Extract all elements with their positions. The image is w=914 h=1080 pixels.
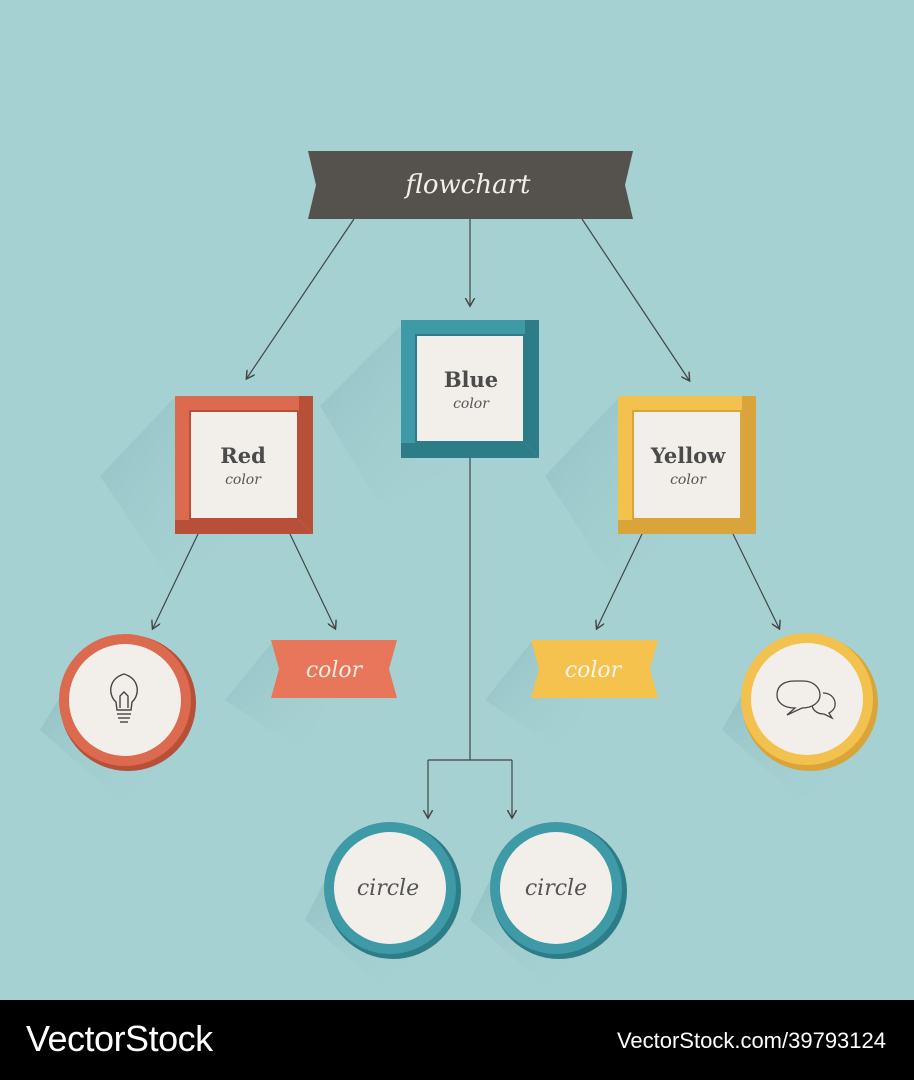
lightbulb-icon xyxy=(110,673,138,723)
yellow-ribbon-label: color xyxy=(565,658,623,683)
connector-red-to-ribbon xyxy=(289,533,335,628)
yellow-box: Yellow color xyxy=(618,396,756,534)
watermark-image-id: VectorStock.com/39793124 xyxy=(616,1028,886,1053)
blue-box-title: Blue xyxy=(444,367,498,392)
connector-yellow-to-circle xyxy=(732,533,779,628)
connector-title-to-red xyxy=(247,218,355,378)
red-box-subtitle: color xyxy=(225,472,262,488)
connector-title-to-yellow xyxy=(581,218,689,380)
connector-yellow-to-ribbon xyxy=(597,533,643,628)
blue-box: Blue color xyxy=(401,320,539,458)
circle-right: circle xyxy=(490,822,627,959)
circle-right-label: circle xyxy=(525,876,587,901)
connectors xyxy=(153,218,779,817)
connector-blue-trunk xyxy=(428,458,512,761)
watermark-footer: VectorStock VectorStock.com/39793124 xyxy=(0,1000,914,1080)
yellow-ribbon: color xyxy=(531,640,658,698)
yellow-box-title: Yellow xyxy=(650,443,726,468)
red-ribbon-label: color xyxy=(306,658,364,683)
connector-red-to-circle xyxy=(153,533,199,628)
title-text: flowchart xyxy=(404,170,531,200)
title-banner: flowchart xyxy=(308,151,633,219)
blue-box-subtitle: color xyxy=(453,396,490,412)
yellow-circle xyxy=(741,633,878,771)
red-ribbon: color xyxy=(271,640,397,698)
red-circle xyxy=(59,634,196,771)
circle-left: circle xyxy=(324,822,461,959)
circle-left-label: circle xyxy=(357,876,419,901)
red-box-title: Red xyxy=(220,443,266,468)
red-box: Red color xyxy=(175,396,313,534)
watermark-brand: VectorStock xyxy=(26,1018,213,1059)
speech-bubbles-icon xyxy=(776,680,836,720)
yellow-box-subtitle: color xyxy=(670,472,707,488)
